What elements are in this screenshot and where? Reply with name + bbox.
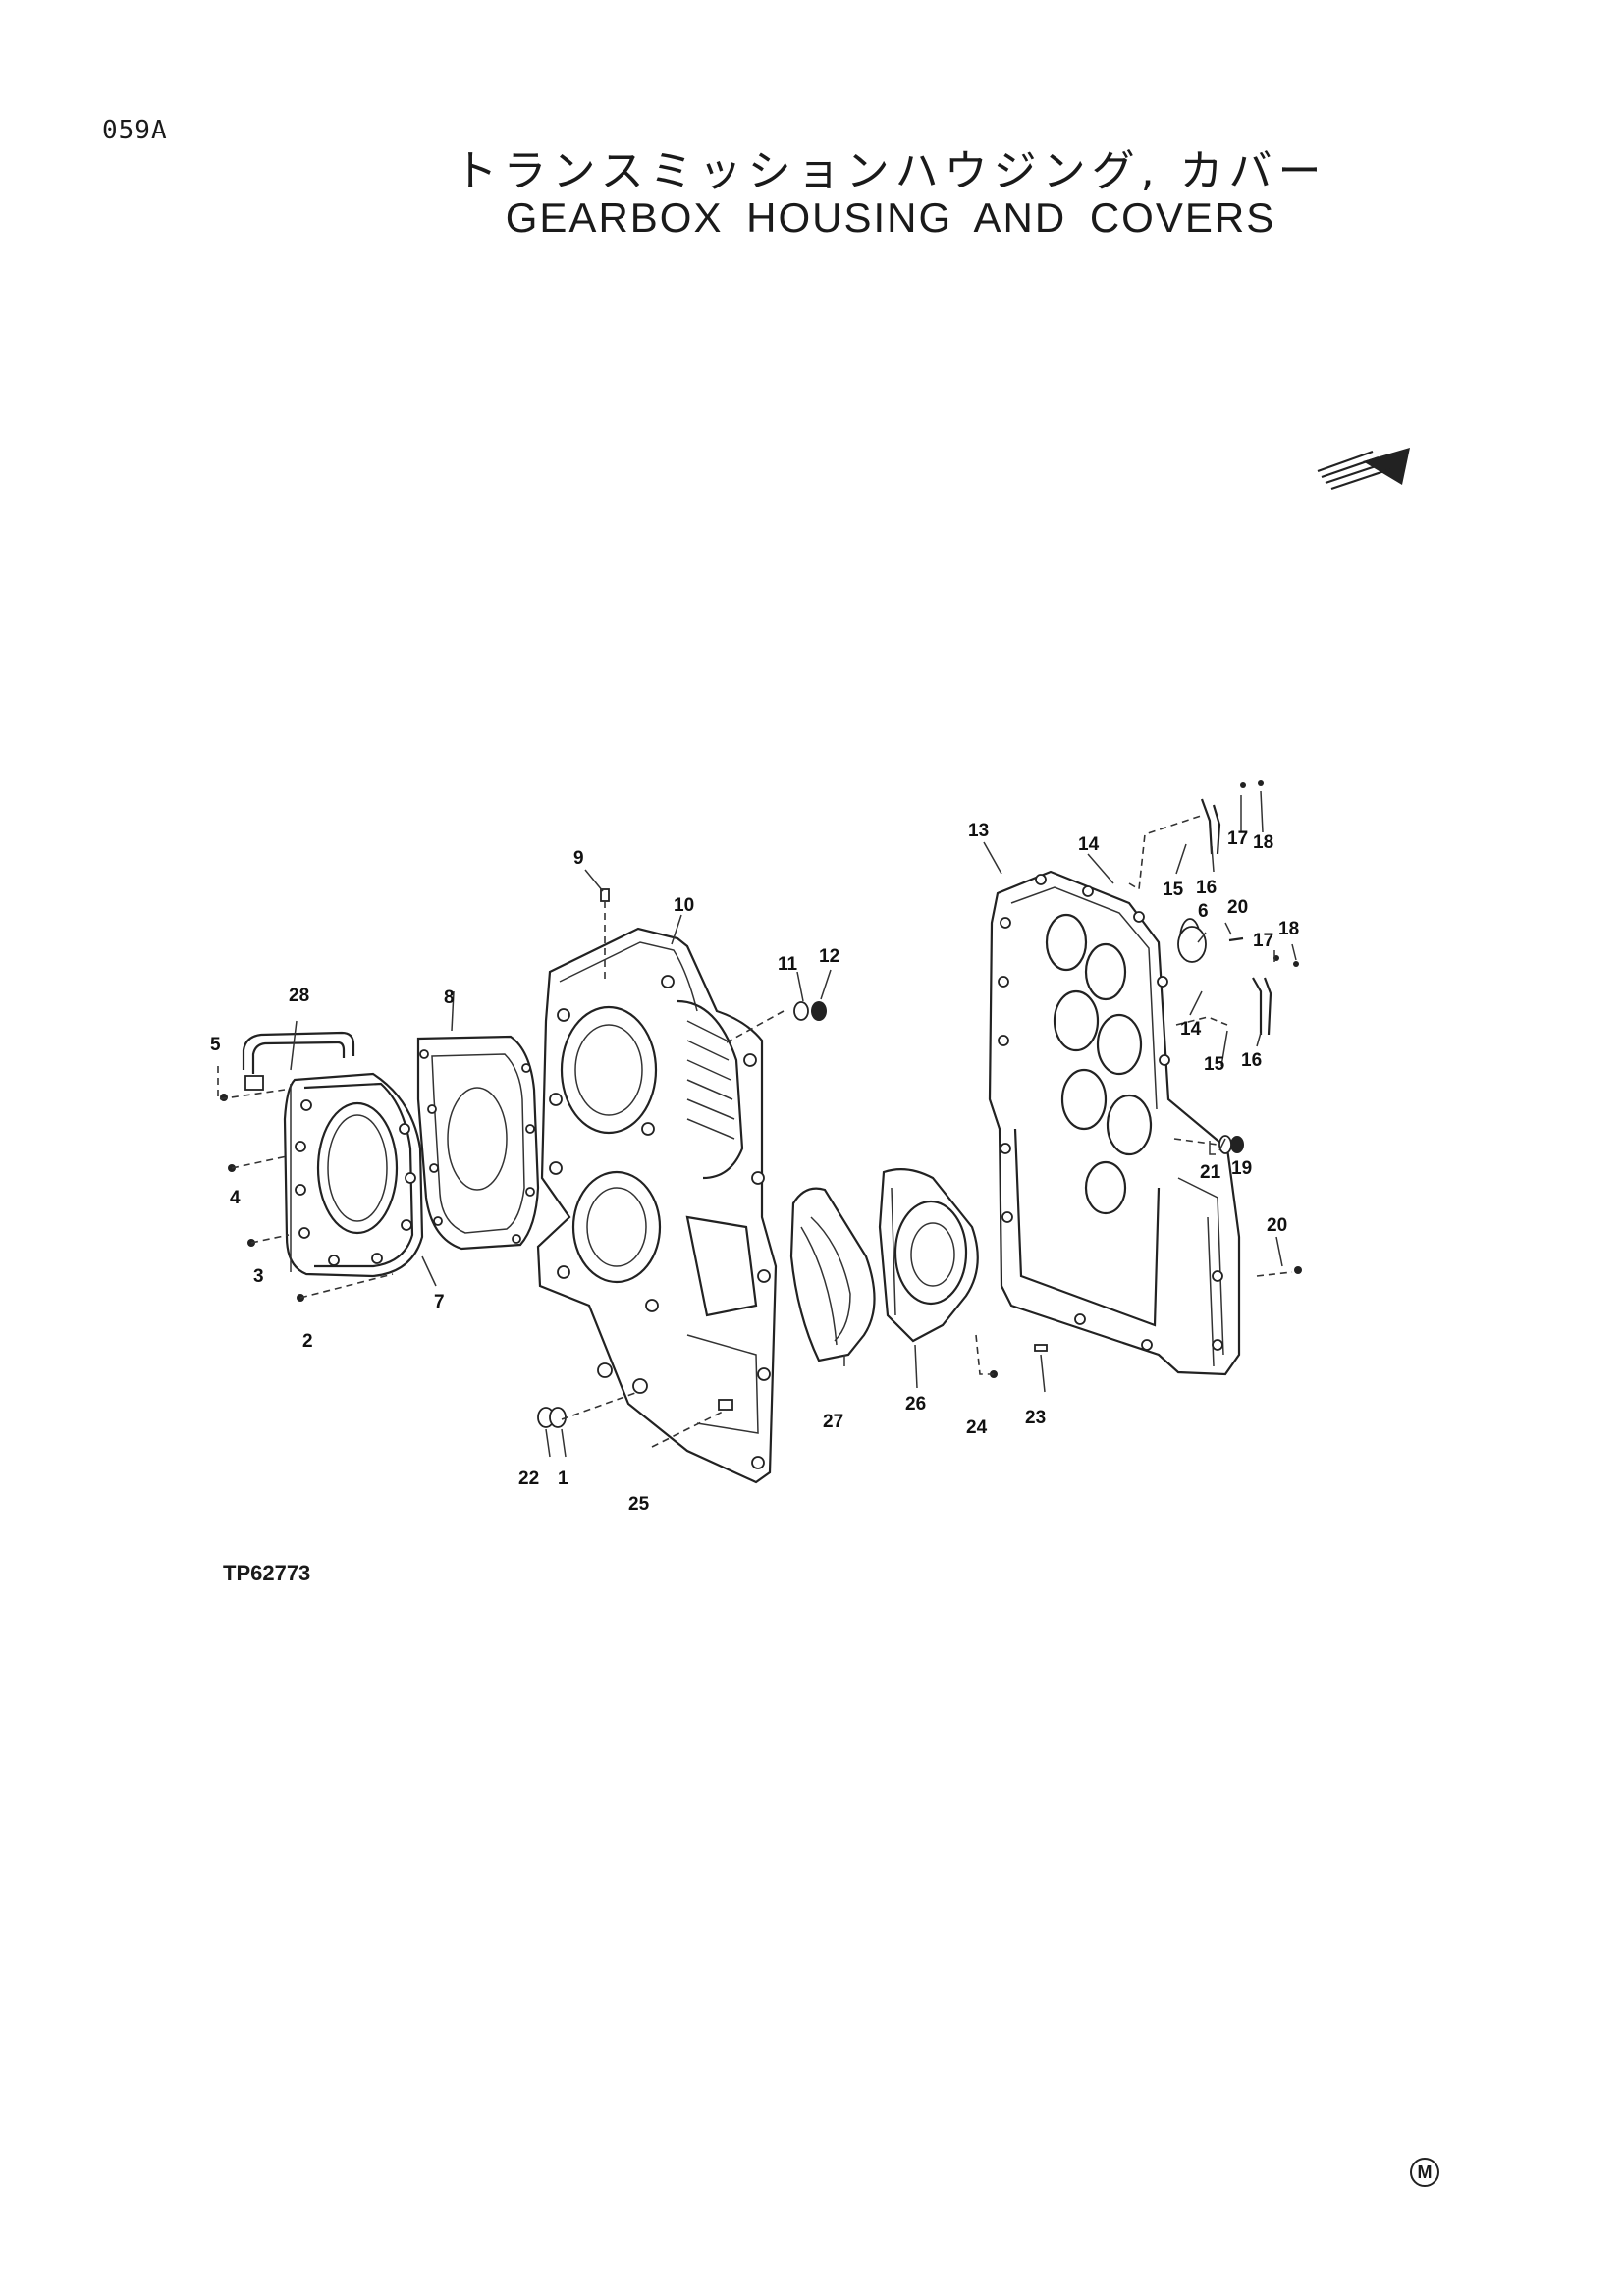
callout-14b: 14 [1180,1019,1202,1040]
callout-22: 22 [518,1468,539,1489]
callout-19: 19 [1231,1158,1252,1179]
callout-20: 20 [1227,897,1248,918]
front-direction-arrow-icon [1317,448,1410,491]
callout-11: 11 [778,954,798,975]
callout-7: 7 [434,1292,445,1312]
callout-18b: 18 [1278,919,1299,939]
callout-17b: 17 [1253,931,1273,951]
callout-labels: 1 2 3 4 5 6 7 8 9 10 11 12 13 14 14 15 1… [210,821,1299,1515]
callout-27: 27 [823,1412,843,1432]
part-deflector [878,1167,979,1343]
circled-m-icon: M [1410,2158,1439,2187]
leader-lines [217,790,1297,1458]
callout-15: 15 [1163,880,1184,900]
callout-12: 12 [819,946,839,967]
part-gasket [416,1035,540,1251]
callout-28: 28 [289,986,309,1006]
callout-20b: 20 [1267,1215,1287,1236]
callout-3: 3 [253,1266,264,1287]
part-gearbox-housing [536,927,778,1484]
callout-13: 13 [968,821,989,841]
figure-code: TP62773 [223,1561,311,1585]
callout-18: 18 [1253,832,1273,853]
callout-26: 26 [905,1394,926,1415]
callout-17: 17 [1227,828,1248,849]
part-small-hardware [220,780,1302,1428]
callout-4: 4 [230,1188,241,1208]
page-title-japanese: トランスミッションハウジング, カバー [454,146,1327,196]
callout-23: 23 [1025,1408,1046,1428]
callout-2: 2 [302,1331,313,1352]
callout-14: 14 [1078,834,1100,855]
callout-21: 21 [1200,1162,1221,1183]
part-tube [242,1031,355,1091]
part-gearbox-cover [988,870,1241,1376]
page-title: GEARBOX HOUSING AND COVERS [505,194,1276,240]
callout-9: 9 [573,848,584,869]
callout-16: 16 [1196,878,1217,898]
callout-25: 25 [628,1494,650,1515]
callout-24: 24 [966,1417,988,1438]
callout-1: 1 [558,1468,568,1489]
callout-16b: 16 [1241,1050,1262,1071]
page-code: 059A [102,116,168,145]
callout-15b: 15 [1204,1054,1225,1075]
callout-10: 10 [674,895,694,916]
callout-5: 5 [210,1035,221,1055]
callout-8: 8 [444,988,455,1008]
part-oil-shield [789,1187,876,1362]
callout-6: 6 [1198,901,1209,922]
part-bearing-cover [283,1072,424,1278]
